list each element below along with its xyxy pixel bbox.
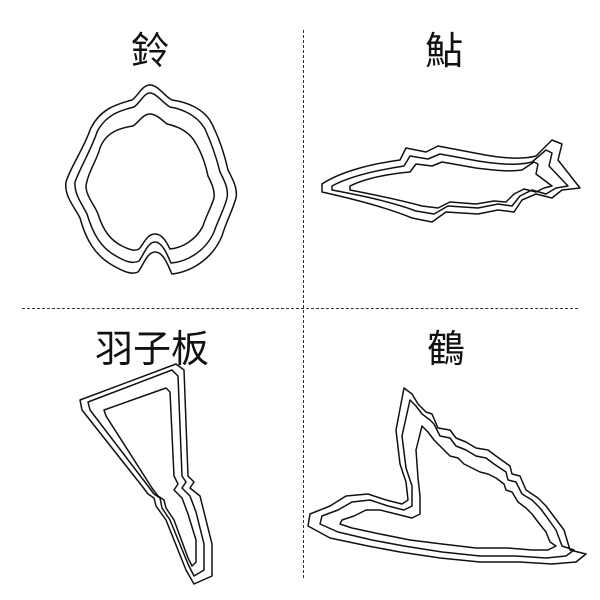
sweetfish-outer [321,139,581,223]
crane-label: 鶴 [426,327,465,371]
panel-bell: 鈴 [0,0,300,300]
bell-cutter-icon [65,84,238,275]
battledore-inner [103,387,197,567]
bell-middle-ring [74,92,229,264]
sweetfish-middle [331,149,569,215]
crane-outer [307,387,587,565]
panel-crane: 鶴 [300,300,600,600]
sweetfish-inner [349,161,553,209]
sweetfish-cutter-icon [321,139,581,223]
crane-middle [319,399,575,559]
sweetfish-label: 鮎 [424,29,463,73]
battledore-middle [87,369,205,577]
panel-sweetfish: 鮎 [300,0,600,300]
bell-outer-ring [65,84,238,275]
vertical-divider [303,30,304,578]
bell-label: 鈴 [130,29,169,73]
battledore-outer [79,363,213,585]
panel-battledore: 羽子板 [0,300,300,600]
horizontal-divider [22,308,578,309]
battledore-cutter-icon [79,363,213,585]
crane-cutter-icon [307,387,587,565]
crane-inner [339,425,557,551]
bell-inner-ring [85,113,215,251]
battledore-label: 羽子板 [94,327,209,371]
